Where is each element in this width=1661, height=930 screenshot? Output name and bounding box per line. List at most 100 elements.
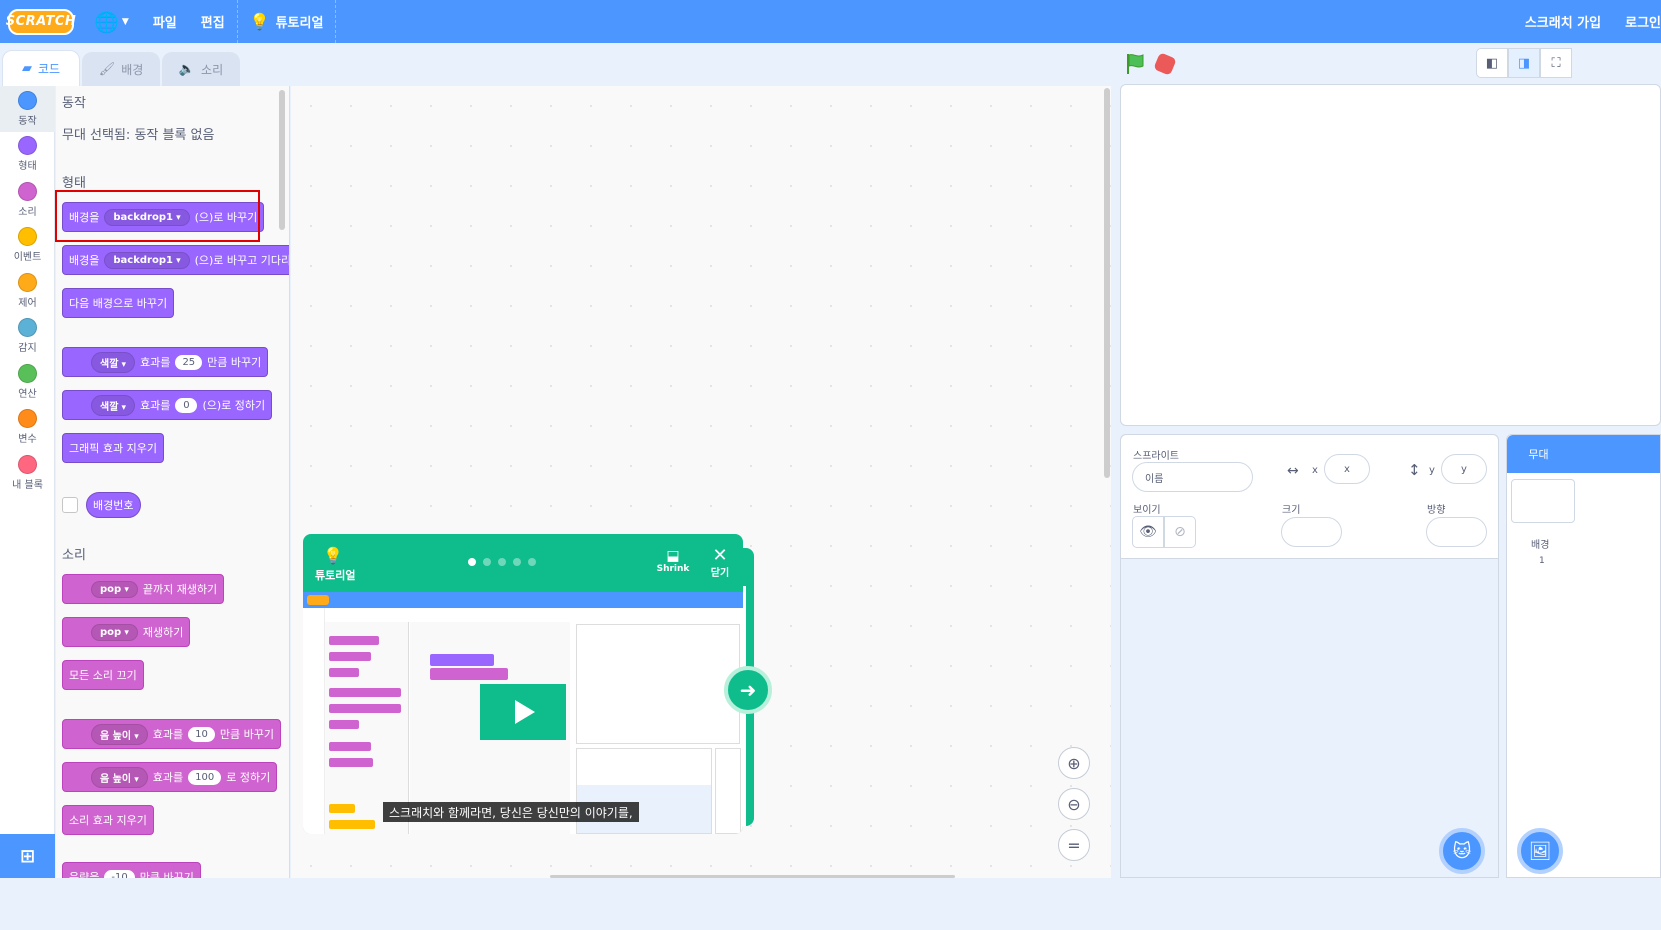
shrink-label: Shrink bbox=[656, 564, 690, 574]
category-control[interactable]: 제어 bbox=[0, 268, 55, 314]
choose-backdrop-button[interactable]: 🖼 bbox=[1517, 828, 1563, 874]
edit-menu[interactable]: 편집 bbox=[200, 16, 225, 31]
sprite-name-field[interactable]: 이름 bbox=[1132, 462, 1253, 492]
category-label: 제어 bbox=[18, 297, 37, 309]
start-sound-block[interactable]: pop 재생하기 bbox=[62, 617, 191, 647]
y-field[interactable]: y bbox=[1441, 454, 1487, 484]
category-my-blocks[interactable]: 내 블록 bbox=[0, 450, 55, 496]
set-pitch-effect-block[interactable]: 음 높이 효과를 100 로 정하기 bbox=[62, 762, 278, 792]
small-stage-icon: ◧ bbox=[1485, 55, 1499, 71]
pitch-value-input[interactable]: 100 bbox=[188, 769, 222, 785]
sound-effect-dropdown[interactable]: 음 높이 bbox=[91, 766, 148, 788]
language-menu[interactable]: 🌐▼ bbox=[82, 0, 141, 43]
category-sound[interactable]: 소리 bbox=[0, 177, 55, 223]
stage-header: 무대 bbox=[1507, 435, 1660, 473]
zoom-in-button[interactable]: ⊕ bbox=[1058, 747, 1090, 779]
backdrop-number-reporter[interactable]: 배경 번호 bbox=[86, 492, 141, 518]
step-dot[interactable] bbox=[468, 558, 476, 566]
stage-canvas[interactable] bbox=[1120, 84, 1661, 426]
image-plus-icon: 🖼 bbox=[1528, 840, 1552, 862]
zoom-out-button[interactable]: ⊖ bbox=[1058, 788, 1090, 820]
normal-stage-button[interactable]: ◨ bbox=[1508, 48, 1540, 78]
category-motion[interactable]: 동작 bbox=[0, 86, 55, 132]
effect-amount-input[interactable]: 25 bbox=[175, 354, 203, 370]
category-sensing[interactable]: 감지 bbox=[0, 314, 55, 360]
video-block bbox=[329, 758, 373, 767]
zoom-reset-button[interactable]: = bbox=[1058, 829, 1090, 861]
tab-backdrops[interactable]: 🖌 배경 bbox=[82, 52, 160, 86]
category-events[interactable]: 이벤트 bbox=[0, 223, 55, 269]
step-dot[interactable] bbox=[498, 558, 506, 566]
sound-effect-dropdown[interactable]: 음 높이 bbox=[91, 723, 148, 745]
tutorials-menu[interactable]: 💡 튜토리얼 bbox=[238, 0, 336, 43]
close-tutorial-button[interactable]: ✕ 닫기 bbox=[707, 547, 733, 580]
video-block bbox=[329, 636, 379, 645]
workspace-vertical-scrollbar[interactable] bbox=[1104, 88, 1110, 478]
play-video-button[interactable] bbox=[480, 684, 566, 740]
category-looks[interactable]: 형태 bbox=[0, 132, 55, 178]
looks-color-dot bbox=[18, 136, 37, 156]
menu-bar: SCRATCH 🌐▼ 파일 편집 💡 튜토리얼 스크래치 가입 로그인 bbox=[0, 0, 1661, 43]
size-field[interactable] bbox=[1281, 517, 1342, 547]
choose-sprite-button[interactable]: 🐱 bbox=[1439, 828, 1485, 874]
backdrop-dropdown[interactable]: backdrop1 bbox=[104, 208, 190, 226]
my-blocks-color-dot bbox=[18, 454, 37, 474]
change-pitch-effect-block[interactable]: 음 높이 효과를 10 만큼 바꾸기 bbox=[62, 719, 281, 749]
normal-stage-icon: ◨ bbox=[1517, 55, 1531, 71]
palette-scrollbar[interactable] bbox=[279, 90, 285, 230]
block-text: 효과를 bbox=[152, 771, 184, 784]
scratch-logo[interactable]: SCRATCH bbox=[6, 8, 76, 35]
tutorial-video[interactable] bbox=[303, 592, 743, 834]
effect-dropdown[interactable]: 색깔 bbox=[91, 394, 136, 416]
tab-code[interactable]: ▰ 코드 bbox=[2, 50, 80, 86]
tab-sounds[interactable]: 🔈 소리 bbox=[162, 52, 240, 86]
change-volume-block[interactable]: 음량을 -10 만큼 바꾸기 bbox=[62, 862, 201, 878]
x-field[interactable]: x bbox=[1324, 454, 1370, 484]
small-stage-button[interactable]: ◧ bbox=[1476, 48, 1508, 78]
backdrop-number-dropdown[interactable]: 번호 bbox=[113, 499, 134, 512]
backdrop-dropdown[interactable]: backdrop1 bbox=[104, 251, 190, 269]
direction-field[interactable] bbox=[1426, 517, 1487, 547]
switch-backdrop-block[interactable]: 배경을 backdrop1 (으)로 바꾸기 bbox=[62, 202, 265, 232]
hide-sprite-button[interactable]: ⊘ bbox=[1164, 516, 1196, 548]
switch-backdrop-and-wait-block[interactable]: 배경을 backdrop1 (으)로 바꾸고 기다리기 bbox=[62, 245, 289, 275]
clear-graphic-effects-block[interactable]: 그래픽 효과 지우기 bbox=[62, 433, 164, 463]
stop-icon[interactable] bbox=[1153, 52, 1177, 76]
sound-dropdown[interactable]: pop bbox=[91, 580, 138, 598]
set-effect-block[interactable]: 색깔 효과를 0 (으)로 정하기 bbox=[62, 390, 273, 420]
sound-dropdown[interactable]: pop bbox=[91, 623, 138, 641]
category-variables[interactable]: 변수 bbox=[0, 405, 55, 451]
sign-in-link[interactable]: 로그인 bbox=[1625, 16, 1661, 31]
step-dot[interactable] bbox=[483, 558, 491, 566]
stage-selector[interactable]: 무대 배경 1 bbox=[1506, 434, 1661, 878]
step-dot[interactable] bbox=[528, 558, 536, 566]
pitch-amount-input[interactable]: 10 bbox=[188, 726, 215, 742]
clear-sound-effects-block[interactable]: 소리 효과 지우기 bbox=[62, 805, 154, 835]
effect-dropdown[interactable]: 색깔 bbox=[91, 351, 136, 373]
show-sprite-button[interactable]: 👁 bbox=[1132, 516, 1164, 548]
next-backdrop-block[interactable]: 다음 배경으로 바꾸기 bbox=[62, 288, 175, 318]
join-scratch-link[interactable]: 스크래치 가입 bbox=[1524, 16, 1602, 31]
stop-all-sounds-block[interactable]: 모든 소리 끄기 bbox=[62, 660, 144, 690]
next-step-button[interactable]: ➜ bbox=[724, 666, 772, 714]
cat-plus-icon: 🐱 bbox=[1452, 840, 1472, 862]
workspace-horizontal-scrollbar[interactable] bbox=[550, 875, 955, 878]
green-flag-icon[interactable] bbox=[1125, 53, 1145, 75]
backdrop-reporter-checkbox[interactable] bbox=[62, 497, 78, 513]
block-text: 로 정하기 bbox=[226, 771, 271, 784]
file-menu[interactable]: 파일 bbox=[152, 16, 177, 31]
stage-thumbnail[interactable] bbox=[1511, 479, 1575, 523]
add-extension-button[interactable]: ⊞ bbox=[0, 834, 55, 878]
category-operators[interactable]: 연산 bbox=[0, 359, 55, 405]
block-text: 재생하기 bbox=[142, 626, 184, 639]
video-block bbox=[329, 688, 401, 697]
size-label: 크기 bbox=[1282, 505, 1301, 516]
change-effect-block[interactable]: 색깔 효과를 25 만큼 바꾸기 bbox=[62, 347, 269, 377]
effect-value-input[interactable]: 0 bbox=[175, 397, 198, 413]
shrink-button[interactable]: ⬓ Shrink bbox=[653, 548, 693, 574]
step-dot[interactable] bbox=[513, 558, 521, 566]
volume-amount-input[interactable]: -10 bbox=[104, 869, 135, 878]
fullscreen-button[interactable]: ⛶ bbox=[1540, 48, 1572, 78]
play-sound-until-done-block[interactable]: pop 끝까지 재생하기 bbox=[62, 574, 225, 604]
fullscreen-icon: ⛶ bbox=[1551, 55, 1561, 71]
